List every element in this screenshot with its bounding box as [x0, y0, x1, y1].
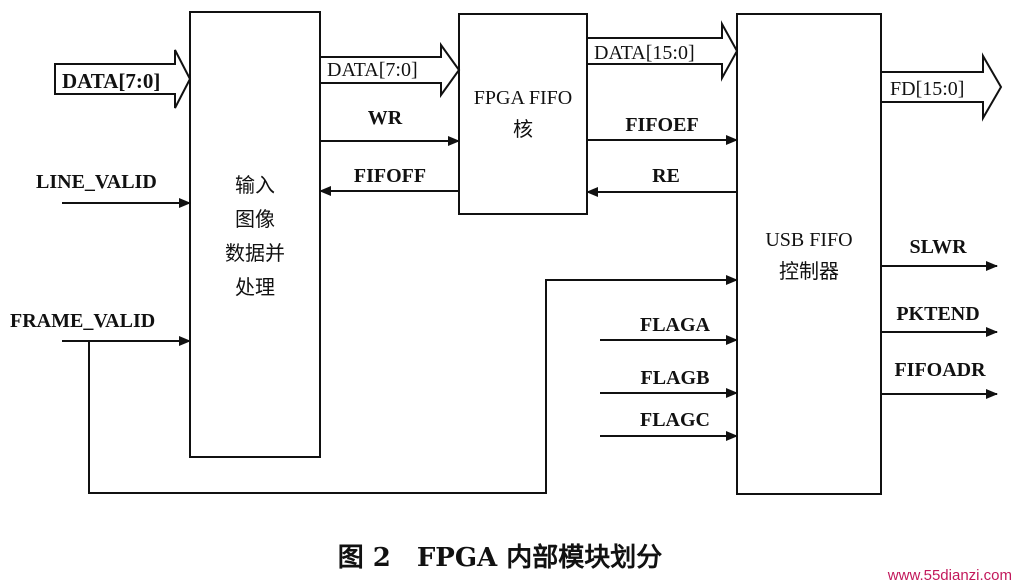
wr-label: WR — [368, 107, 403, 129]
site-watermark: www.55dianzi.com — [887, 567, 1012, 584]
bus-arrow-data-in — [54, 49, 192, 109]
usb-controller-label-1: USB FIFO — [765, 229, 852, 251]
flagb-label: FLAGB — [641, 367, 710, 389]
usb-controller-label-2: 控制器 — [779, 259, 839, 283]
slwr-label: SLWR — [909, 236, 967, 258]
frame-valid-feedback-path — [88, 275, 738, 494]
input-block-label-2: 图像 — [235, 207, 275, 231]
fifoff-label: FIFOFF — [354, 165, 426, 187]
bus-arrow-data-mid — [319, 41, 461, 99]
fd-out-label: FD[15:0] — [890, 78, 964, 100]
data-mid-label: DATA[7:0] — [327, 59, 418, 81]
fifoadr-label: FIFOADR — [894, 359, 986, 381]
pktend-label: PKTEND — [896, 303, 979, 325]
data-wide-label: DATA[15:0] — [594, 42, 695, 64]
fpga-fifo-label-1: FPGA FIFO — [474, 87, 572, 109]
figure-caption: 图 2 FPGA 内部模块划分 — [338, 543, 663, 573]
usb-fifo-controller-block — [736, 13, 882, 495]
input-block-label-3: 数据并 — [225, 241, 285, 265]
fpga-fifo-block — [458, 13, 588, 215]
input-block-label-4: 处理 — [235, 275, 275, 299]
line-valid-label: LINE_VALID — [36, 171, 157, 193]
fpga-fifo-label-2: 核 — [513, 117, 533, 141]
flagc-label: FLAGC — [640, 409, 710, 431]
data-in-label: DATA[7:0] — [62, 69, 160, 93]
re-label: RE — [652, 165, 680, 187]
bus-arrow-fd-out — [880, 52, 1003, 122]
bus-arrow-data-wide — [586, 20, 739, 82]
fifoef-label: FIFOEF — [625, 114, 698, 136]
input-block-label-1: 输入 — [235, 173, 275, 197]
frame-valid-label: FRAME_VALID — [10, 310, 155, 332]
flaga-label: FLAGA — [640, 314, 711, 336]
input-processing-block — [189, 11, 321, 458]
